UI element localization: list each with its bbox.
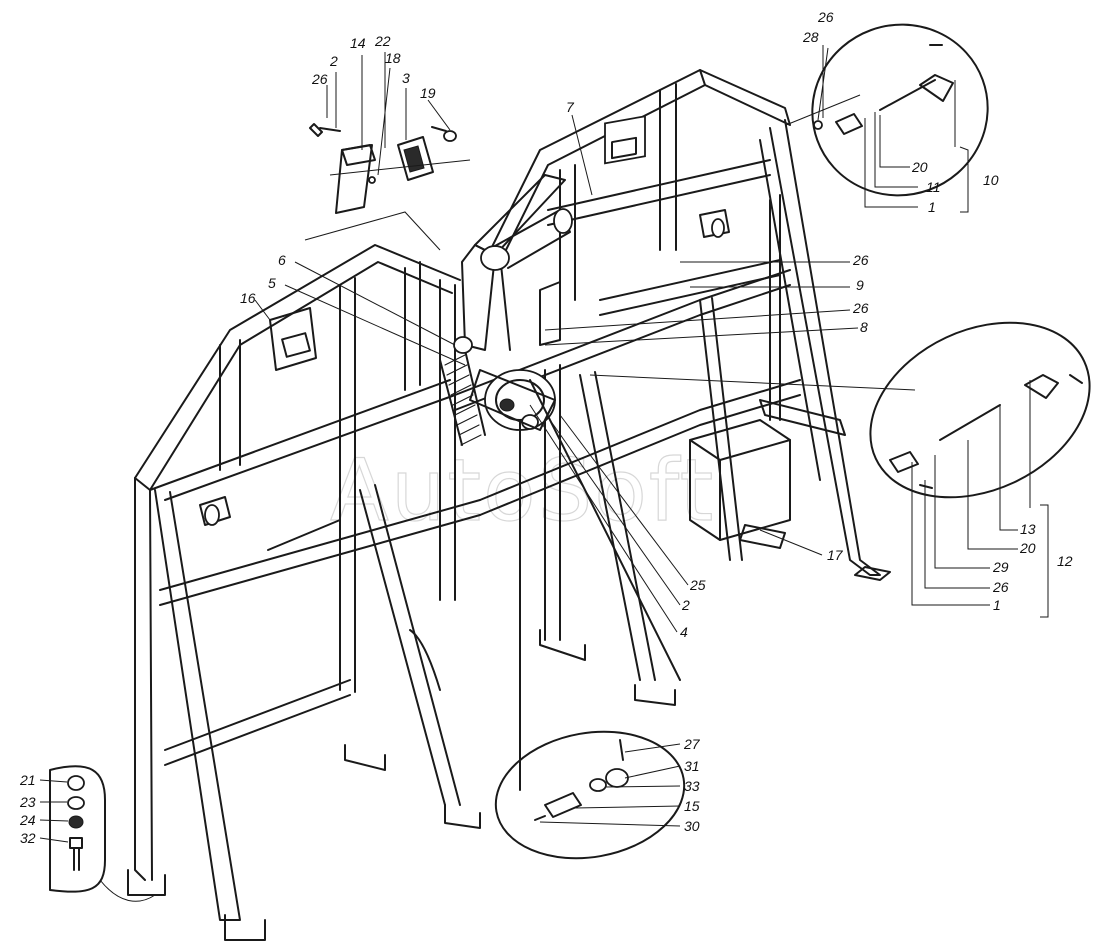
- callout-11: 11: [926, 179, 941, 195]
- callout-12: 12: [1057, 553, 1073, 569]
- callout-26: 26: [852, 300, 869, 316]
- callout-14: 14: [350, 35, 366, 51]
- callout-26: 26: [311, 71, 328, 87]
- bolt-set: [49, 765, 156, 902]
- callout-18: 18: [385, 50, 401, 66]
- callout-29: 29: [992, 559, 1009, 575]
- upper-left-parts: [304, 123, 471, 251]
- callout-2: 2: [329, 53, 338, 69]
- tilt-bracket: [461, 174, 573, 351]
- callout-13: 13: [1020, 521, 1036, 537]
- balloon-pin-assembly: [494, 730, 686, 860]
- callout-1: 1: [993, 597, 1001, 613]
- callout-30: 30: [684, 818, 700, 834]
- callout-32: 32: [20, 830, 36, 846]
- callout-33: 33: [684, 778, 700, 794]
- callout-6: 6: [278, 252, 286, 268]
- callout-3: 3: [402, 70, 410, 86]
- callout-5: 5: [268, 275, 276, 291]
- callout-20: 20: [911, 159, 928, 175]
- leader-lines: [39, 45, 1049, 843]
- callout-19: 19: [420, 85, 436, 101]
- callout-31: 31: [684, 758, 700, 774]
- callout-23: 23: [19, 794, 36, 810]
- callout-16: 16: [240, 290, 256, 306]
- callout-22: 22: [374, 33, 391, 49]
- rear-frame: [487, 69, 891, 581]
- callout-labels: 14 22 2 18 3 26 19 7 26 28 20 11 1 10 6 …: [19, 9, 1073, 846]
- tilt-mechanism: [439, 336, 681, 791]
- callout-27: 27: [683, 736, 701, 752]
- front-frame: [127, 244, 481, 941]
- callout-26: 26: [817, 9, 834, 25]
- callout-4: 4: [680, 624, 688, 640]
- callout-7: 7: [566, 99, 575, 115]
- cross-beams: [359, 269, 801, 829]
- rear-crossmember: [689, 297, 846, 561]
- callout-15: 15: [684, 798, 700, 814]
- balloon-10: [785, 23, 989, 197]
- balloon-12: [589, 321, 1091, 499]
- callout-8: 8: [860, 319, 868, 335]
- callout-2: 2: [681, 597, 690, 613]
- callout-25: 25: [689, 577, 706, 593]
- callout-24: 24: [19, 812, 36, 828]
- callout-28: 28: [802, 29, 819, 45]
- callout-1: 1: [928, 199, 936, 215]
- callout-26: 26: [992, 579, 1009, 595]
- callout-21: 21: [19, 772, 36, 788]
- callout-10: 10: [983, 172, 999, 188]
- callout-26: 26: [852, 252, 869, 268]
- callout-17: 17: [827, 547, 844, 563]
- callout-20: 20: [1019, 540, 1036, 556]
- callout-9: 9: [856, 277, 864, 293]
